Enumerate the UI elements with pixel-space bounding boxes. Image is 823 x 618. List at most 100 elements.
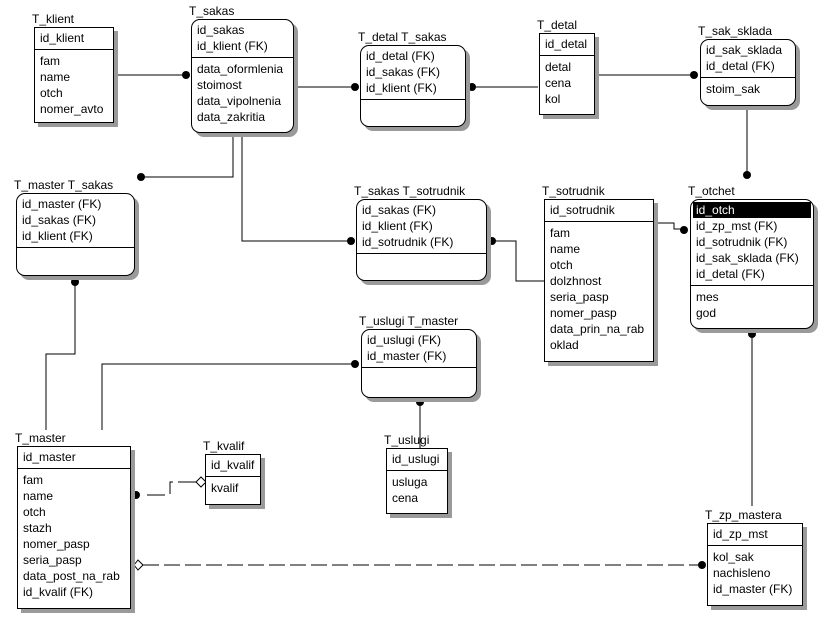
entity-box[interactable]: id_master fam name otch stazh nomer_pasp…: [17, 446, 131, 609]
rel-master-master-sakas[interactable]: [45, 282, 76, 430]
rel-kvalif-master-b[interactable]: [169, 481, 173, 494]
entity-title: T_detal T_sakas: [358, 30, 447, 44]
rel-end-dot: [347, 237, 355, 245]
entity-box[interactable]: id_detal detal cena kol: [539, 33, 595, 115]
entity-t-klient[interactable]: T_klient id_klient fam name otch nomer_a…: [32, 12, 114, 123]
attr-section: fam name otch nomer_avto: [35, 50, 113, 120]
attr: data_zakritia: [197, 110, 266, 124]
rel-master-uslugi-master[interactable]: [101, 363, 356, 430]
attr: god: [696, 306, 717, 320]
entity-box[interactable]: id_detal (FK) id_sakas (FK) id_klient (F…: [360, 45, 466, 127]
key-section: id_detal: [540, 34, 594, 56]
attr-section: [362, 368, 476, 374]
entity-title: T_uslugi T_master: [359, 314, 459, 328]
key-attr: id_sakas: [197, 23, 245, 37]
key-section: id_sakas (FK) id_klient (FK) id_sotrudni…: [357, 200, 486, 254]
attr: stoim_sak: [706, 82, 761, 96]
key-attr: id_uslugi: [392, 452, 440, 466]
attr: id_master (FK): [713, 582, 793, 596]
attr: seria_pasp: [550, 290, 609, 304]
key-section: id_detal (FK) id_sakas (FK) id_klient (F…: [361, 46, 465, 100]
key-section: id_klient: [35, 28, 113, 50]
attr: stazh: [23, 521, 52, 535]
key-attr: id_master (FK): [367, 349, 447, 363]
entity-title: T_zp_mastera: [705, 508, 782, 522]
entity-box[interactable]: id_sotrudnik fam name otch dolzhnost ser…: [544, 199, 654, 362]
attr: kol_sak: [713, 550, 754, 564]
key-attr: id_sotrudnik (FK): [696, 235, 788, 249]
rel-end-dot: [743, 171, 751, 179]
entity-title: T_sak_sklada: [698, 24, 773, 38]
attr-section: [17, 248, 134, 254]
key-attr: id_klient (FK): [366, 81, 437, 95]
entity-title: T_master: [15, 431, 66, 445]
attr: fam: [40, 54, 61, 68]
entity-t-sak-sklada[interactable]: T_sak_sklada id_sak_sklada id_detal (FK)…: [698, 24, 796, 106]
entity-t-master[interactable]: T_master id_master fam name otch stazh n…: [15, 431, 131, 609]
rel-sakas-sakas-sotrudnik[interactable]: [241, 136, 350, 242]
attr-section: detal cena kol: [540, 56, 594, 110]
key-attr: id_master: [23, 450, 76, 464]
rel-end-dot: [132, 491, 140, 499]
entity-t-kvalif[interactable]: T_kvalif id_kvalif kvalif: [203, 439, 261, 505]
entity-box[interactable]: id_sakas (FK) id_klient (FK) id_sotrudni…: [356, 199, 487, 281]
key-attr: id_master (FK): [22, 197, 102, 211]
rel-end-dot: [468, 83, 476, 91]
entity-title: T_klient: [32, 12, 75, 26]
diamond-icon: [133, 559, 144, 571]
attr: data_prin_na_rab: [550, 322, 645, 336]
attr: nachisleno: [713, 566, 771, 580]
rel-end-dot: [488, 237, 496, 245]
entity-box[interactable]: id_klient fam name otch nomer_avto: [34, 27, 114, 123]
key-section: id_master: [18, 447, 130, 469]
key-attr: id_sakas (FK): [362, 203, 437, 217]
entity-t-detal[interactable]: T_detal id_detal detal cena kol: [537, 18, 595, 115]
key-attr-selected[interactable]: id_otch: [693, 202, 811, 218]
key-attr: id_sotrudnik (FK): [362, 235, 454, 249]
attr: nomer_pasp: [23, 537, 90, 551]
attr: nomer_avto: [40, 102, 104, 116]
entity-box[interactable]: id_zp_mst kol_sak nachisleno id_master (…: [707, 523, 803, 606]
entity-t-uslugi-t-master[interactable]: T_uslugi T_master id_uslugi (FK) id_mast…: [359, 314, 477, 398]
attr-section: usluga cena: [387, 471, 447, 509]
entity-box[interactable]: id_kvalif kvalif: [205, 454, 261, 505]
attr-section: stoim_sak: [701, 78, 795, 100]
key-section: id_sakas id_klient (FK): [192, 20, 293, 58]
entity-t-zp-mastera[interactable]: T_zp_mastera id_zp_mst kol_sak nachislen…: [705, 508, 803, 606]
rel-sotrudnik-sakas-sotrudnik[interactable]: [492, 240, 545, 282]
key-section: id_kvalif: [206, 455, 260, 477]
key-attr: id_uslugi (FK): [367, 333, 442, 347]
rel-end-dot: [351, 360, 359, 368]
attr: cena: [392, 491, 419, 505]
entity-t-uslugi[interactable]: T_uslugi id_uslugi usluga cena: [384, 433, 448, 514]
key-attr: id_klient (FK): [362, 219, 433, 233]
entity-t-otchet[interactable]: T_otchet id_otch id_zp_mst (FK) id_sotru…: [688, 184, 814, 329]
attr: dolzhnost: [550, 274, 602, 288]
entity-box[interactable]: id_master (FK) id_sakas (FK) id_klient (…: [16, 193, 135, 276]
entity-t-sotrudnik[interactable]: T_sotrudnik id_sotrudnik fam name otch d…: [542, 184, 654, 362]
key-attr: id_sak_sklada (FK): [696, 251, 799, 265]
entity-box[interactable]: id_sakas id_klient (FK) data_oformlenia …: [191, 19, 294, 133]
attr-section: fam name otch dolzhnost seria_pasp nomer…: [545, 222, 653, 356]
attr: data_oformlenia: [197, 62, 284, 76]
attr: name: [40, 70, 71, 84]
entity-t-detal-t-sakas[interactable]: T_detal T_sakas id_detal (FK) id_sakas (…: [358, 30, 466, 127]
rel-sakas-master-sakas[interactable]: [142, 136, 234, 178]
entity-box[interactable]: id_uslugi usluga cena: [386, 448, 448, 514]
key-attr: id_detal (FK): [366, 49, 435, 63]
entity-t-master-t-sakas[interactable]: T_master T_sakas id_master (FK) id_sakas…: [14, 178, 135, 276]
key-attr: id_sotrudnik: [550, 203, 615, 217]
rel-sotrudnik-otchet[interactable]: [655, 222, 686, 230]
key-attr: id_kvalif: [211, 458, 255, 472]
key-section: id_uslugi: [387, 449, 447, 471]
entity-t-sakas[interactable]: T_sakas id_sakas id_klient (FK) data_ofo…: [189, 4, 294, 133]
key-attr: id_zp_mst: [713, 527, 768, 541]
entity-box[interactable]: id_uslugi (FK) id_master (FK): [361, 329, 477, 398]
entity-title: T_sakas: [189, 4, 235, 18]
entity-title: T_uslugi: [384, 433, 430, 447]
entity-t-sakas-t-sotrudnik[interactable]: T_sakas T_sotrudnik id_sakas (FK) id_kli…: [354, 184, 487, 281]
entity-title: T_master T_sakas: [14, 178, 114, 192]
entity-box[interactable]: id_otch id_zp_mst (FK) id_sotrudnik (FK)…: [690, 199, 814, 329]
rel-end-dot: [690, 71, 698, 79]
entity-box[interactable]: id_sak_sklada id_detal (FK) stoim_sak: [700, 39, 796, 106]
